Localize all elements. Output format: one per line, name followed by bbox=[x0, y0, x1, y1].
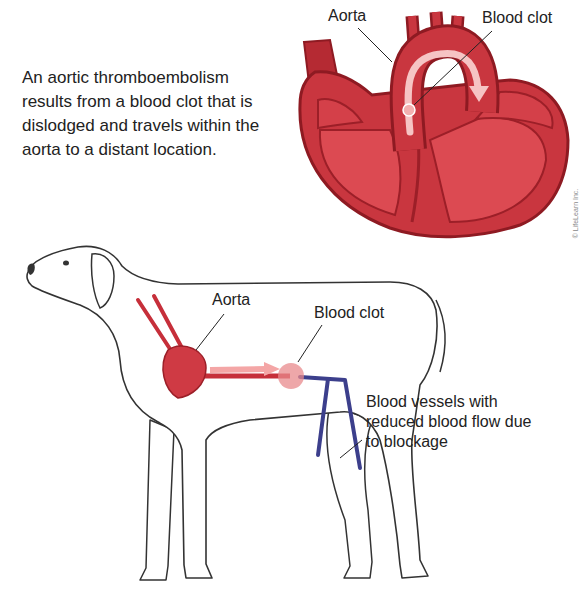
part-label: Aorta bbox=[212, 290, 250, 310]
dog-body bbox=[27, 246, 437, 578]
blood-clot bbox=[403, 104, 415, 116]
heart-body bbox=[300, 72, 568, 237]
blood-clot bbox=[278, 363, 304, 389]
leader-line bbox=[340, 440, 362, 458]
flow-arrow bbox=[408, 53, 478, 132]
part-label: Blood clot bbox=[314, 303, 384, 323]
flow-arrowhead bbox=[469, 86, 489, 102]
leader-line bbox=[358, 28, 392, 62]
aorta-arch bbox=[407, 41, 483, 150]
leader-line bbox=[196, 314, 224, 350]
heart-inset bbox=[300, 12, 568, 237]
leader-line bbox=[414, 31, 492, 105]
part-label: Blood vessels with reduced blood flow du… bbox=[366, 392, 538, 452]
dog-ear bbox=[91, 254, 114, 308]
watermark: © LifeLearn Inc. bbox=[571, 184, 580, 244]
far-front-leg bbox=[140, 420, 174, 580]
blocked-vessels bbox=[300, 377, 360, 468]
aorta bbox=[196, 374, 290, 379]
dog-eye bbox=[63, 261, 69, 266]
far-hind-leg bbox=[327, 405, 372, 578]
dog-heart bbox=[163, 346, 206, 398]
right-atrium bbox=[318, 99, 362, 128]
dog-tail bbox=[436, 300, 445, 372]
leader-line bbox=[298, 325, 322, 362]
description-text: An aortic thromboembolism results from a… bbox=[22, 66, 262, 162]
left-ventricle bbox=[430, 118, 546, 222]
neck-arteries bbox=[138, 296, 182, 352]
dog-nose bbox=[27, 263, 34, 275]
aorta-arch bbox=[407, 41, 483, 150]
right-ventricle bbox=[320, 130, 401, 215]
flow-arrow bbox=[210, 369, 266, 370]
part-label: Aorta bbox=[328, 6, 366, 26]
flow-arrowhead bbox=[264, 362, 280, 376]
part-label: Blood clot bbox=[482, 8, 552, 28]
